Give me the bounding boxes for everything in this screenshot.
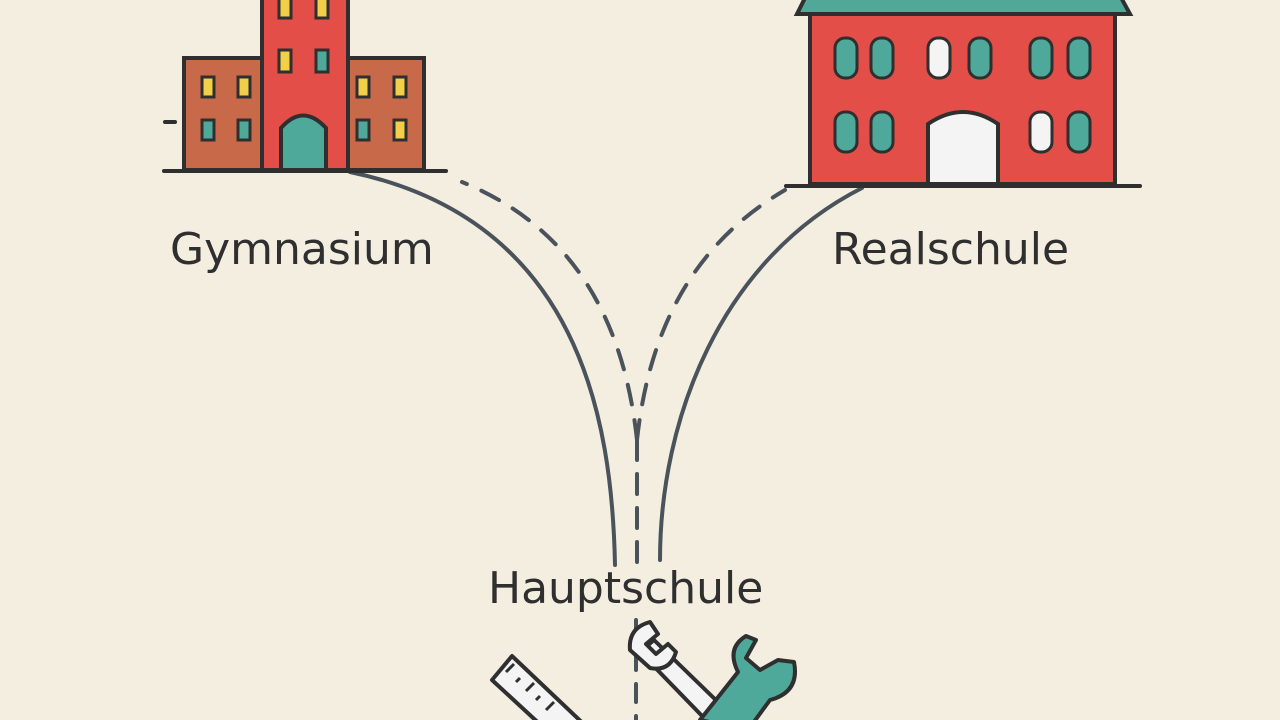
path-hauptschule-to-realschule-dashed (635, 188, 787, 442)
path-hauptschule-to-gymnasium-dashed (460, 180, 639, 442)
hauptschule-label: Hauptschule (488, 563, 764, 614)
gymnasium-building-icon (162, 0, 448, 173)
realschule-building-icon (784, 0, 1142, 188)
gymnasium-label: Gymnasium (170, 224, 434, 275)
ruler-icon (490, 654, 583, 720)
wrench-icon (698, 634, 797, 720)
realschule-label: Realschule (832, 224, 1070, 275)
ruler-and-wrench-icon (490, 620, 797, 720)
screwdriver-wrench-icon (627, 620, 724, 720)
path-hauptschule-to-realschule-solid (658, 186, 864, 562)
path-hauptschule-to-gymnasium-solid (348, 170, 617, 567)
